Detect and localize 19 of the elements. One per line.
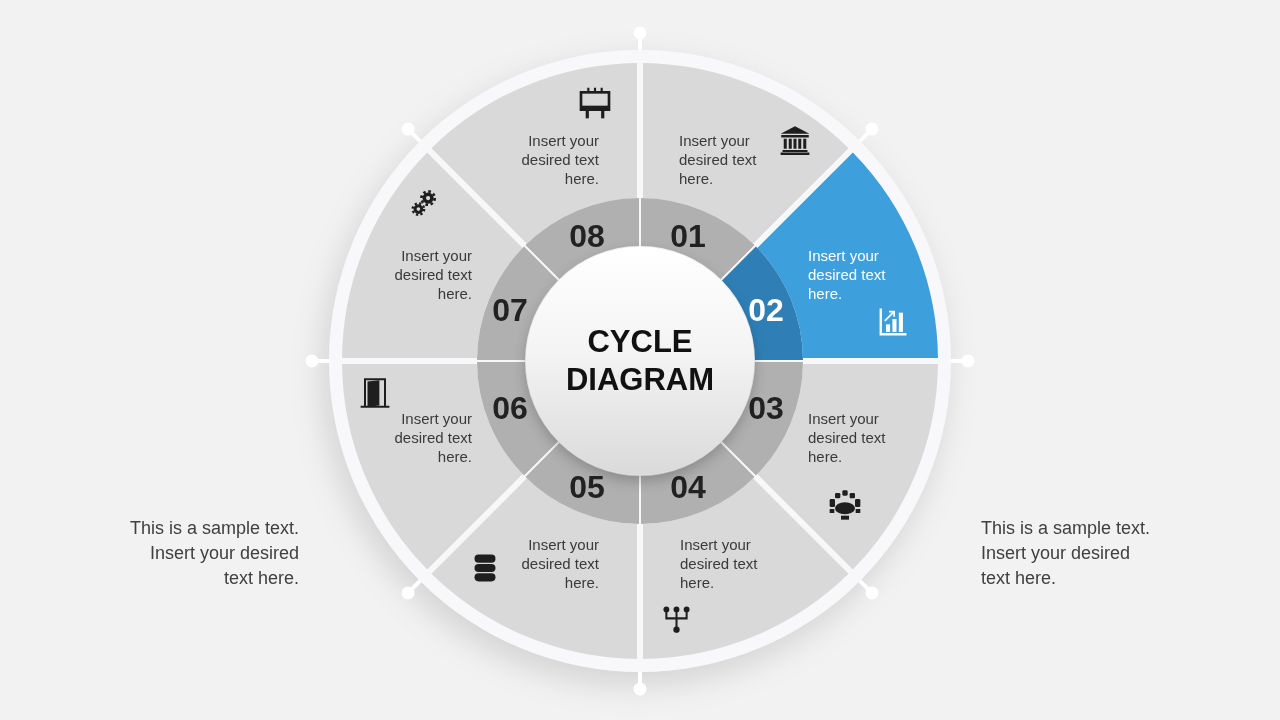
step-number: 05	[569, 469, 605, 505]
step-text: Insert your desired text here.	[393, 245, 472, 303]
step-number: 02	[748, 292, 784, 328]
step-text: Insert your desired text here.	[680, 534, 759, 592]
step-number: 03	[748, 390, 784, 426]
step-number: 06	[492, 390, 528, 426]
step-number: 01	[670, 218, 706, 254]
step-number: 04	[670, 469, 706, 505]
side-note: This is a sample text. Insert your desired text here.	[128, 516, 299, 590]
step-text: Insert your desired text here.	[520, 534, 599, 592]
center-title: CYCLE DIAGRAM	[564, 323, 716, 399]
step-text: Insert your desired text here.	[679, 130, 758, 188]
step-text: Insert your desired text here.	[520, 130, 599, 188]
step-number: 07	[492, 292, 528, 328]
step-text: Insert your desired text here.	[393, 408, 472, 466]
step-text: Insert your desired text here.	[808, 245, 887, 303]
side-note: This is a sample text. Insert your desired text here.	[981, 516, 1152, 590]
step-number: 08	[569, 218, 605, 254]
step-text: Insert your desired text here.	[808, 408, 887, 466]
